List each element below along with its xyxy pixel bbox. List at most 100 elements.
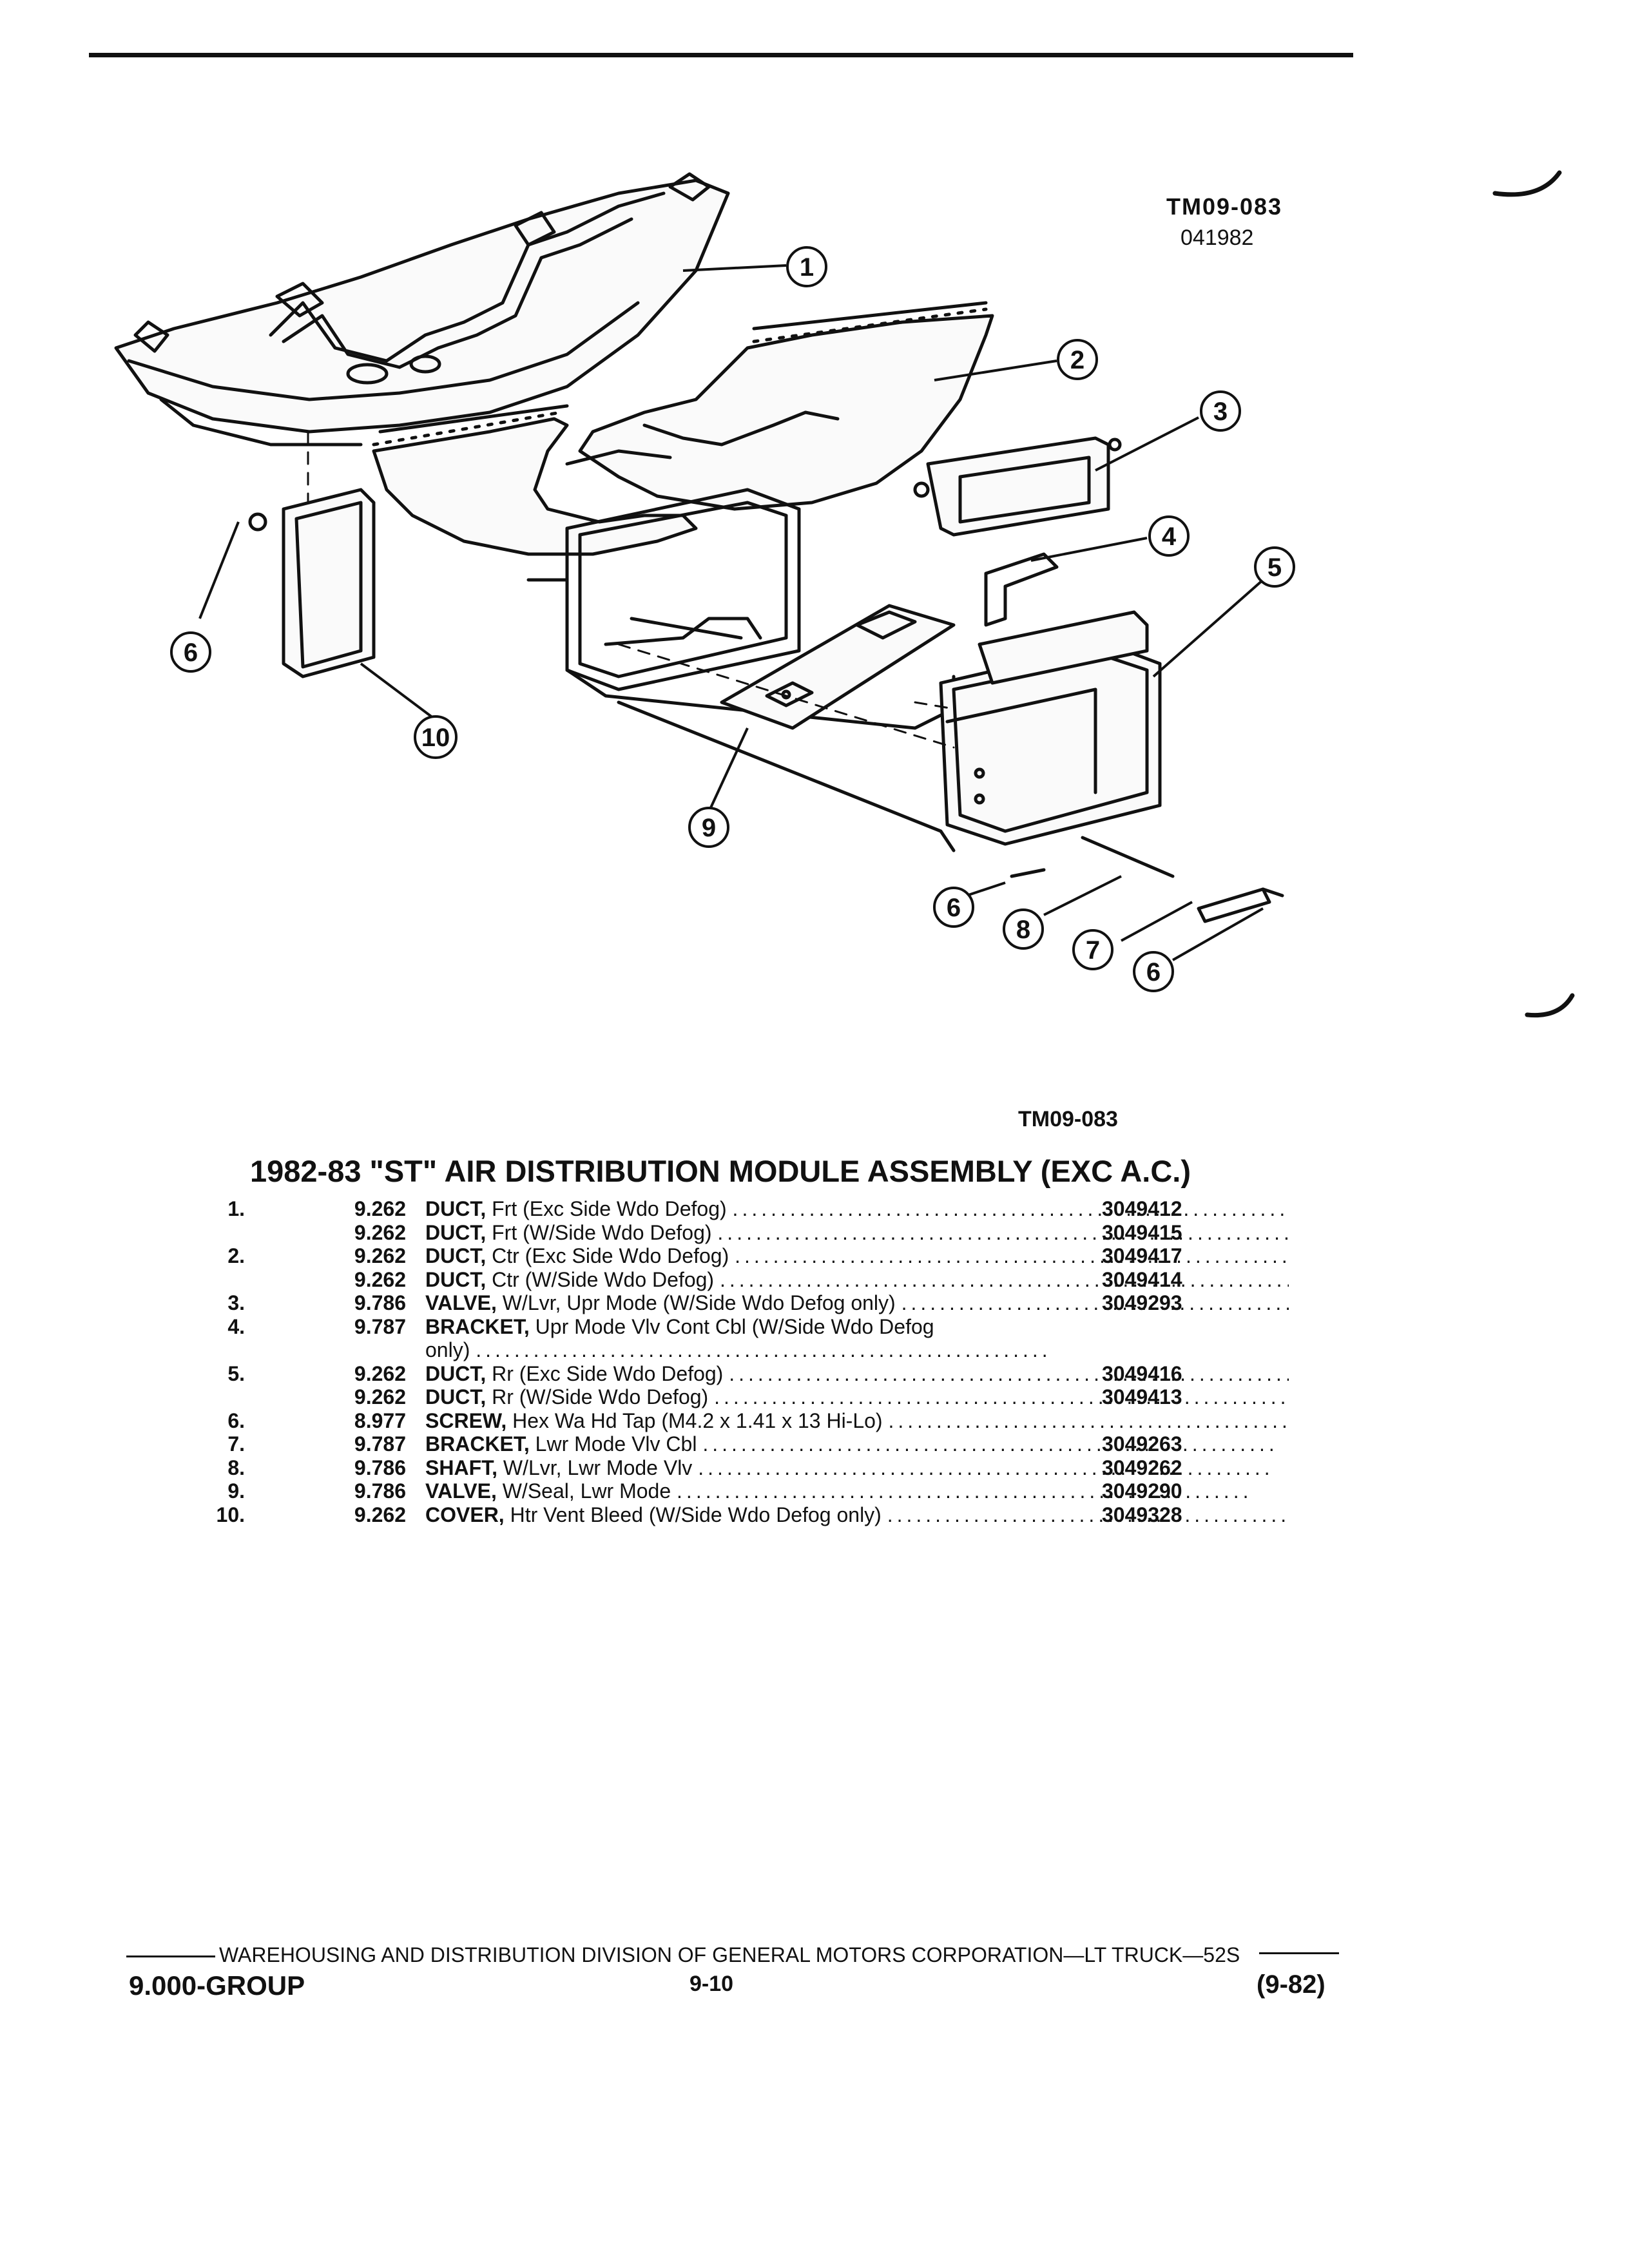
group-number: 9.262 [354, 1385, 406, 1408]
item-desc-text: Ctr (Exc Side Wdo Defog) [486, 1244, 735, 1267]
group-number: 9.262 [354, 1267, 406, 1291]
screw-6b [1261, 887, 1284, 898]
svg-text:7: 7 [1086, 936, 1100, 965]
part-number: 3049290 [1102, 1479, 1182, 1503]
leader-dots: ........................................… [702, 1432, 1278, 1456]
group-number: 9.787 [354, 1432, 406, 1456]
upper-bracket-part [984, 552, 1059, 627]
leader-dots: ........................................… [677, 1479, 1253, 1503]
callout-8: 8 [1003, 908, 1044, 950]
item-desc-text: only) [425, 1338, 476, 1361]
screw-6a [1010, 868, 1046, 878]
shaft-part [1081, 836, 1175, 878]
item-description: DUCT, Frt (Exc Side Wdo Defog) .........… [425, 1197, 1289, 1221]
group-number: 9.787 [354, 1314, 406, 1338]
item-description: SCREW, Hex Wa Hd Tap (M4.2 x 1.41 x 13 H… [425, 1409, 1289, 1433]
cover-part [248, 488, 376, 678]
item-desc-text: W/Lvr, Lwr Mode Vlv [497, 1456, 699, 1479]
item-desc-text: Rr (W/Side Wdo Defog) [486, 1385, 715, 1408]
item-number: 6. [227, 1408, 245, 1432]
svg-text:6: 6 [947, 894, 961, 922]
item-desc-text: Lwr Mode Vlv Cbl [529, 1432, 703, 1456]
group-number: 9.786 [354, 1291, 406, 1314]
figure-code: 041982 [1181, 226, 1254, 250]
item-desc-text: Upr Mode Vlv Cont Cbl (W/Side Wdo Defog [529, 1314, 934, 1338]
figure-id-top: TM09-083 [1166, 193, 1283, 220]
part-number: 3049263 [1102, 1432, 1182, 1456]
parts-row: 5. 9.262 DUCT, Rr (Exc Side Wdo Defog) ...… [206, 1361, 1289, 1386]
item-name: DUCT, [425, 1385, 487, 1408]
item-description: DUCT, Rr (Exc Side Wdo Defog) ..........… [425, 1362, 1289, 1386]
top-rule [89, 53, 1353, 57]
item-name: DUCT, [425, 1197, 487, 1220]
group-number: 9.786 [354, 1479, 406, 1503]
group-label: 9.000-GROUP [129, 1970, 305, 2001]
callout-6-center: 6 [933, 887, 974, 928]
leader-dots: ........................................… [714, 1385, 1289, 1408]
figure-id-bottom: TM09-083 [1018, 1107, 1118, 1131]
page-number: 9-10 [689, 1972, 734, 1996]
group-number: 9.262 [354, 1244, 406, 1267]
item-desc-text: Frt (Exc Side Wdo Defog) [486, 1197, 733, 1220]
svg-text:2: 2 [1070, 346, 1084, 374]
item-description: DUCT, Ctr (Exc Side Wdo Defog) .........… [425, 1244, 1289, 1268]
group-number: 8.977 [354, 1408, 406, 1432]
svg-text:8: 8 [1016, 916, 1030, 944]
leader-dots: ........................................… [901, 1291, 1289, 1314]
parts-row: only) ..................................… [206, 1338, 1237, 1362]
leader-dots: ........................................… [717, 1220, 1289, 1244]
callout-3: 3 [1200, 390, 1241, 432]
item-number: 10. [216, 1503, 245, 1526]
front-duct-part [114, 172, 730, 447]
leader-dots: ........................................… [698, 1456, 1274, 1479]
item-name: SHAFT, [425, 1456, 497, 1479]
footer-text: WAREHOUSING AND DISTRIBUTION DIVISION OF… [219, 1943, 1240, 1966]
leader-dots: ........................................… [476, 1338, 1052, 1361]
part-number: 3049328 [1102, 1503, 1182, 1526]
callout-5: 5 [1254, 546, 1295, 588]
group-number: 9.262 [354, 1361, 406, 1385]
item-name: COVER, [425, 1503, 505, 1526]
part-number: 3049412 [1102, 1197, 1182, 1220]
callout-1: 1 [786, 246, 827, 287]
part-number: 3049293 [1102, 1291, 1182, 1314]
parts-row: 6. 8.977 SCREW, Hex Wa Hd Tap (M4.2 x 1.41… [206, 1408, 1289, 1433]
footer-rule-right [1259, 1952, 1339, 1954]
item-description: DUCT, Frt (W/Side Wdo Defog) ...........… [425, 1221, 1289, 1245]
item-name: VALVE, [425, 1291, 497, 1314]
footer-rule-left [126, 1956, 215, 1957]
item-desc-text: Hex Wa Hd Tap (M4.2 x 1.41 x 13 Hi-Lo) [506, 1408, 889, 1432]
leader-dots: ........................................… [735, 1244, 1289, 1267]
item-description: BRACKET, Lwr Mode Vlv Cbl ..............… [425, 1432, 1289, 1456]
part-number: 3049262 [1102, 1456, 1182, 1479]
item-name: VALVE, [425, 1479, 497, 1503]
page-title: 1982-83 "ST" AIR DISTRIBUTION MODULE ASS… [250, 1154, 1191, 1188]
exploded-parts-diagram: 1 2 3 4 5 6 6 6 7 8 9 10 [114, 170, 1575, 1018]
item-description: COVER, Htr Vent Bleed (W/Side Wdo Defog … [425, 1503, 1289, 1527]
callout-7: 7 [1072, 929, 1113, 970]
item-name: DUCT, [425, 1220, 487, 1244]
svg-text:6: 6 [184, 639, 198, 667]
svg-text:6: 6 [1146, 958, 1161, 986]
rear-duct-box-part [939, 610, 1162, 846]
callout-6-left: 6 [170, 631, 211, 673]
item-description: VALVE, W/Seal, Lwr Mode ................… [425, 1479, 1289, 1503]
lower-valve-part [720, 604, 956, 730]
svg-text:10: 10 [421, 724, 450, 752]
item-number: 3. [227, 1291, 245, 1314]
item-desc-text: Ctr (W/Side Wdo Defog) [486, 1267, 720, 1291]
leader-dots: ........................................… [729, 1361, 1289, 1385]
group-number: 9.786 [354, 1456, 406, 1479]
callout-4: 4 [1148, 515, 1190, 557]
binding-mark [1525, 993, 1575, 1018]
item-description: SHAFT, W/Lvr, Lwr Mode Vlv .............… [425, 1456, 1289, 1480]
item-number: 8. [227, 1456, 245, 1479]
item-number: 5. [227, 1361, 245, 1385]
